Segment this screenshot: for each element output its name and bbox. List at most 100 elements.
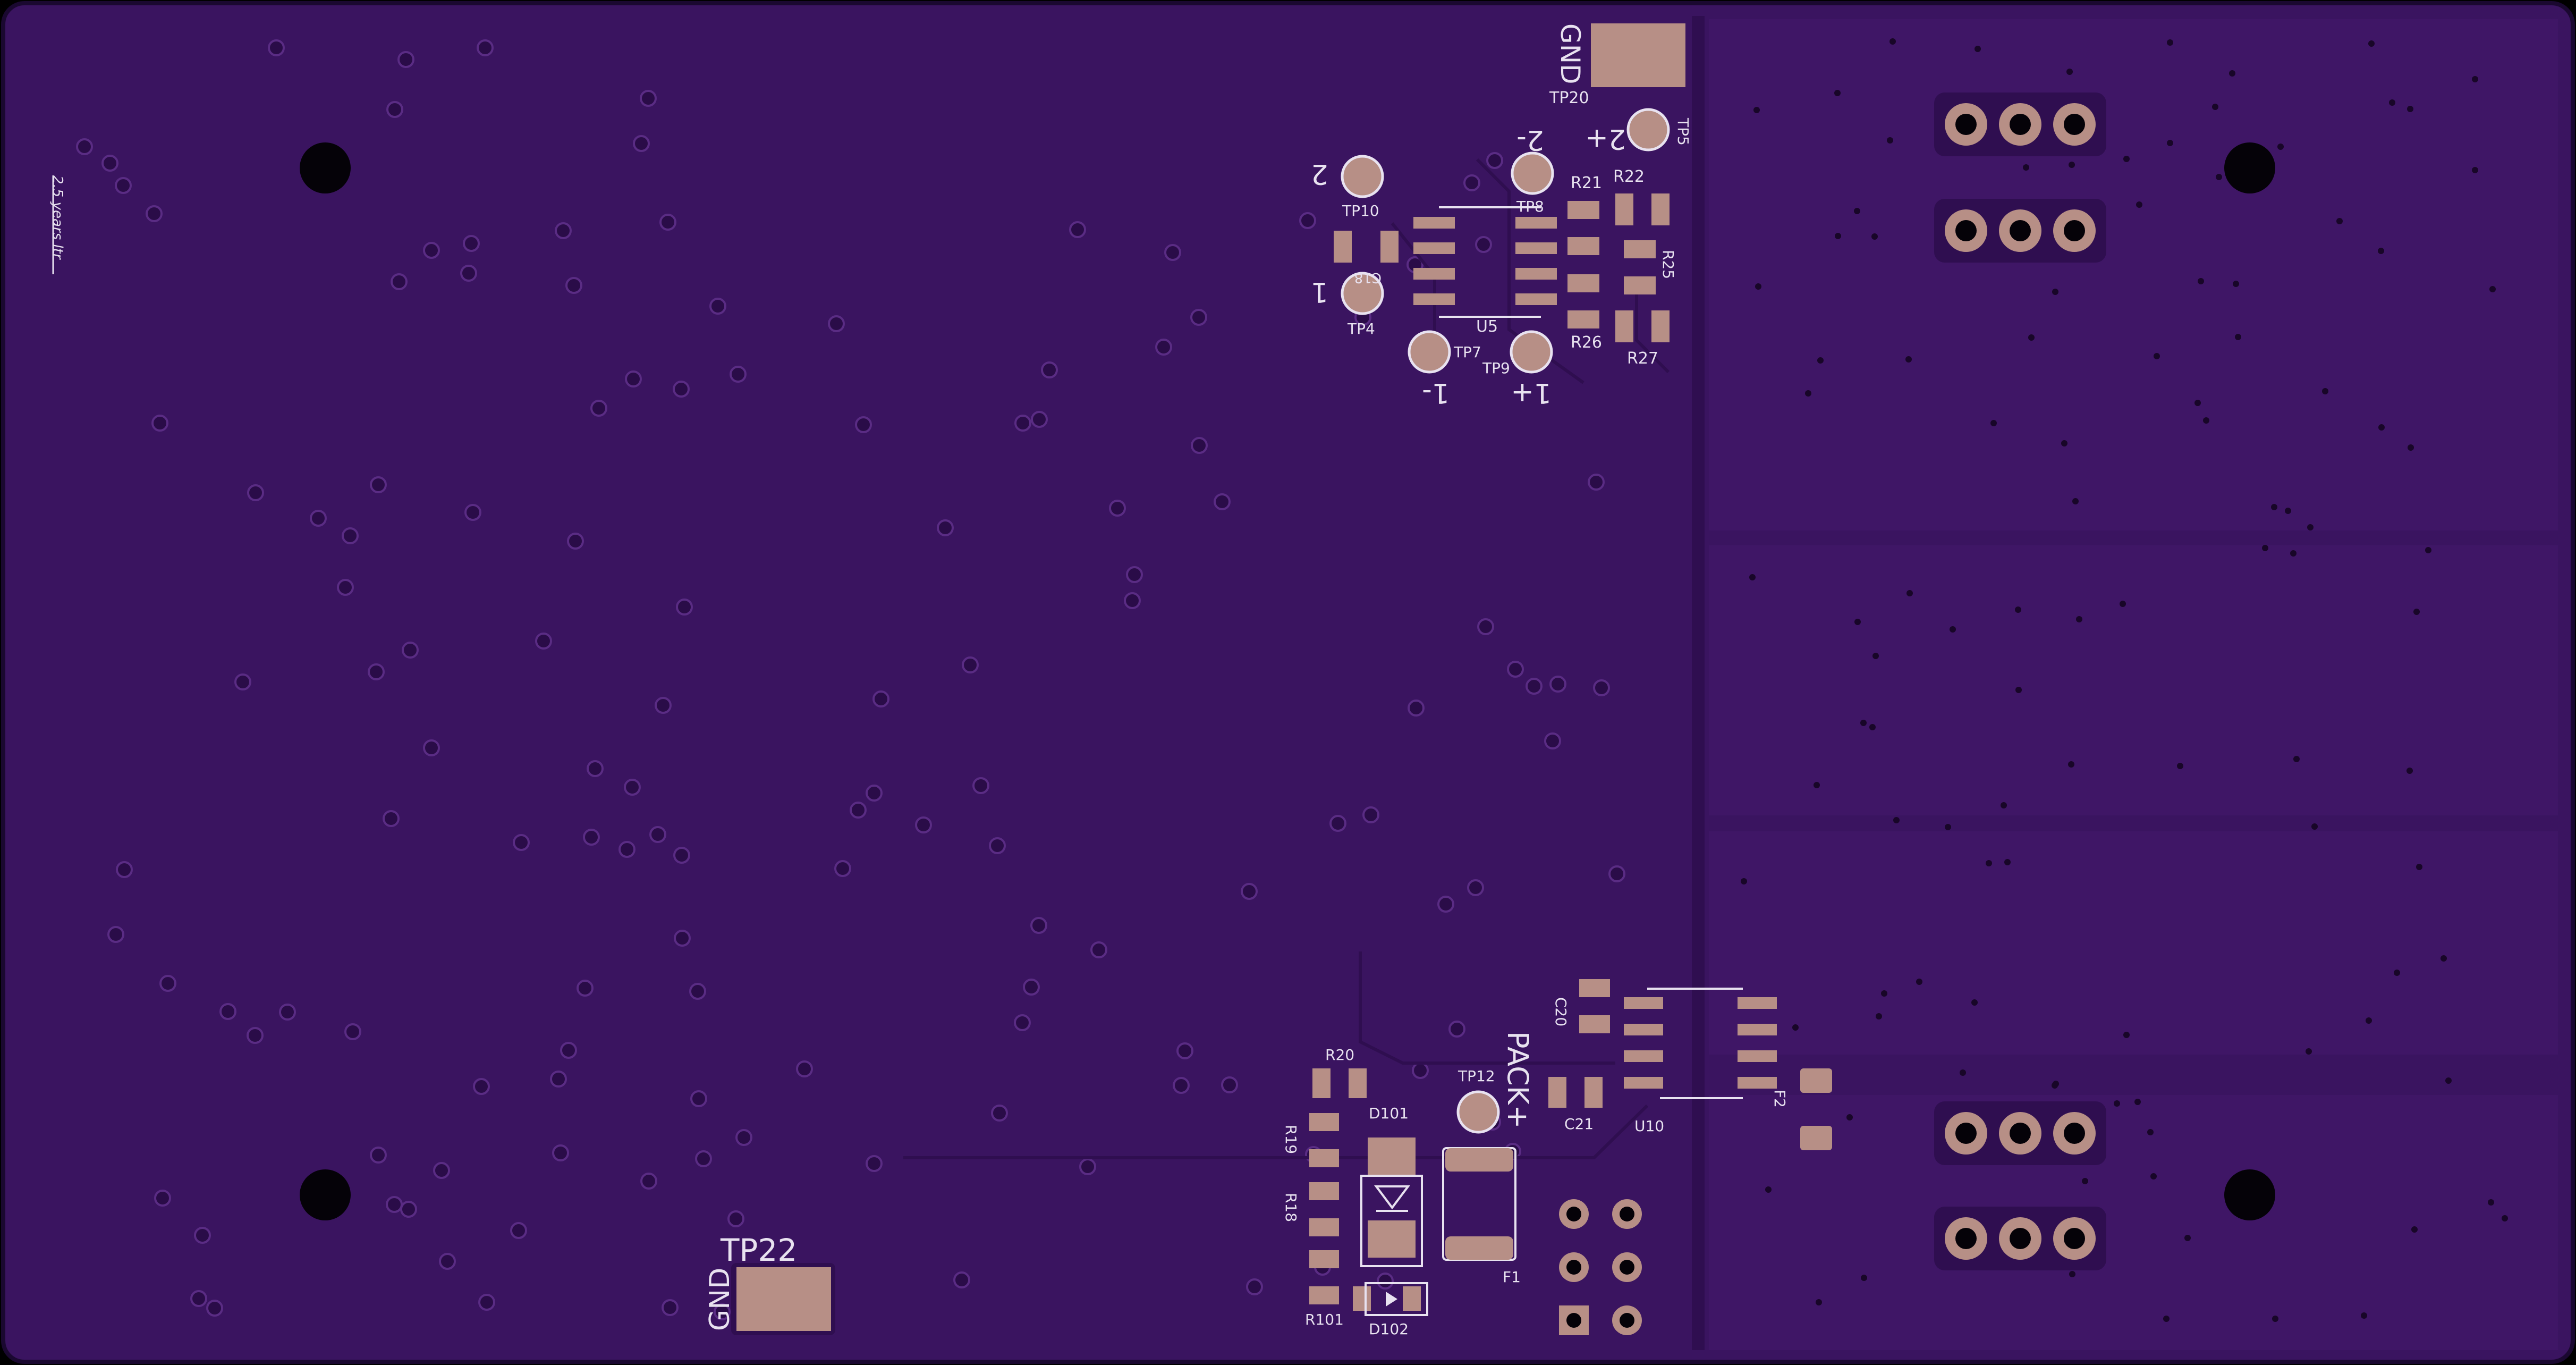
stitch-via (2262, 545, 2268, 551)
via (625, 370, 642, 387)
stitch-via (2123, 156, 2130, 162)
via (1221, 1076, 1238, 1093)
via (989, 837, 1006, 854)
via (423, 242, 440, 259)
trace (1359, 951, 1615, 1065)
via (107, 926, 124, 943)
test-point-tp8 (1511, 151, 1554, 195)
via (560, 1042, 577, 1059)
stitch-via (1893, 817, 1900, 823)
diode-d102: D102 (1353, 1282, 1428, 1338)
stitch-via (2502, 1215, 2508, 1221)
via (662, 1299, 679, 1316)
stitch-via (2167, 39, 2173, 46)
stitch-via (1765, 1186, 1772, 1193)
mounting-hole (2224, 142, 2275, 193)
stitch-via (2272, 1316, 2278, 1322)
d101-label: D101 (1369, 1105, 1409, 1122)
c18-label: C18 (1354, 269, 1382, 285)
via (618, 841, 635, 858)
via (962, 656, 979, 673)
tp20-label: TP20 (1549, 89, 1589, 107)
via (633, 135, 650, 152)
via (478, 1294, 495, 1311)
stitch-via (2082, 1178, 2088, 1184)
stitch-via (1872, 653, 1879, 659)
stitch-via (2001, 802, 2007, 808)
r18-label: R18 (1282, 1193, 1300, 1222)
via (206, 1300, 223, 1317)
v2minus-label: 2- (1516, 124, 1544, 156)
stitch-via (1816, 1299, 1822, 1305)
n2-label: 2 (1311, 158, 1328, 190)
stitch-via (2411, 1226, 2418, 1233)
copper-region-middle (1709, 545, 2558, 815)
via (1014, 1014, 1031, 1031)
stitch-via (2069, 162, 2075, 168)
isolation-channel (1692, 16, 1705, 1350)
via (1241, 883, 1258, 900)
via (1467, 879, 1484, 896)
c18-pad (1334, 231, 1352, 263)
via (1155, 339, 1172, 356)
via (1176, 1042, 1193, 1059)
via (154, 1190, 171, 1207)
c18-pad (1380, 231, 1399, 263)
via (190, 1290, 207, 1307)
via (555, 222, 572, 239)
via (370, 1147, 387, 1164)
via (464, 504, 481, 521)
via (1549, 676, 1566, 693)
via (1030, 917, 1047, 934)
diode-d101: D101 (1360, 1105, 1423, 1267)
stitch-via (2416, 864, 2422, 870)
capacitor-c20: C20 (1552, 979, 1610, 1033)
via (116, 861, 133, 878)
via (337, 579, 354, 596)
via (115, 177, 132, 194)
copper-region-bottom (1709, 1095, 2558, 1350)
resistor-r101: R101 (1305, 1250, 1344, 1328)
stitch-via (2068, 761, 2074, 768)
stitch-via (2147, 1129, 2154, 1135)
stitch-via (1854, 208, 1860, 214)
test-point-tp12 (1456, 1090, 1500, 1134)
copper-region-top (1709, 19, 2558, 530)
mounting-hole (300, 1169, 351, 1220)
stitch-via (2184, 1235, 2191, 1241)
stitch-via (1792, 1024, 1799, 1031)
stitch-via (2306, 1048, 2312, 1055)
via (1588, 474, 1605, 491)
via (834, 860, 851, 877)
via (1041, 361, 1058, 378)
stitch-via (2378, 424, 2385, 431)
via (1448, 1021, 1465, 1038)
stitch-via (2004, 859, 2011, 865)
via (673, 847, 690, 864)
ic-u10: U10 (1624, 988, 1777, 1135)
stitch-via (2229, 70, 2235, 77)
via (1246, 1278, 1263, 1295)
test-point-tp10 (1341, 155, 1384, 198)
stitch-via (2472, 76, 2478, 82)
via (433, 1162, 450, 1179)
stitch-via (2134, 1099, 2141, 1105)
resistor-r20: R20 (1312, 1046, 1367, 1098)
test-point-tp9 (1510, 330, 1553, 374)
via (953, 1271, 970, 1288)
via (590, 400, 607, 417)
tp7-label: TP7 (1453, 343, 1481, 361)
via (535, 633, 552, 650)
stitch-via (2271, 504, 2277, 510)
via (850, 802, 867, 819)
stitch-via (2194, 400, 2201, 406)
tp10-label: TP10 (1342, 202, 1379, 220)
stitch-via (2114, 1100, 2120, 1107)
stitch-via (1854, 619, 1861, 625)
stitch-via (2407, 106, 2413, 112)
tp22-label: TP22 (720, 1232, 797, 1268)
stitch-via (1945, 824, 1951, 830)
stitch-via (2023, 164, 2029, 171)
